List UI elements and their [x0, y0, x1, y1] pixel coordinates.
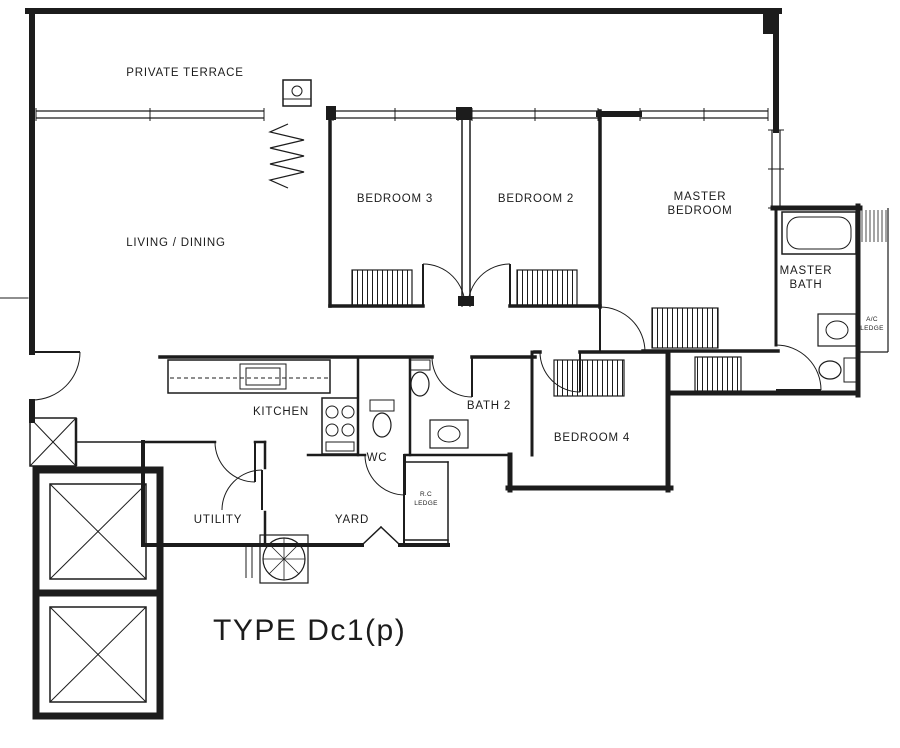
doors: [31, 263, 822, 511]
label-master-bath-2: BATH: [789, 279, 822, 291]
label-master-bedroom-1: MASTER: [674, 191, 727, 203]
interior-walls: [75, 109, 780, 547]
kitchen-counter: [167, 359, 331, 394]
label-bedroom3: BEDROOM 3: [357, 193, 433, 205]
label-ac-ledge-2: LEDGE: [860, 325, 884, 332]
label-yard: YARD: [335, 514, 369, 526]
label-master-bath-1: MASTER: [780, 265, 833, 277]
terrace-planter: [282, 79, 312, 107]
label-master-bedroom-2: BEDROOM: [667, 205, 732, 217]
master-bath-fixtures: [781, 211, 857, 383]
label-bedroom2: BEDROOM 2: [498, 193, 574, 205]
stove-hob: [321, 397, 359, 455]
windows: [35, 106, 784, 209]
label-utility: UTILITY: [194, 514, 242, 526]
unit-type-title: TYPE Dc1(p): [213, 614, 406, 647]
label-ac-ledge-1: A/C: [866, 316, 878, 323]
folding-door: [268, 123, 305, 189]
label-bedroom4: BEDROOM 4: [554, 432, 630, 444]
label-kitchen: KITCHEN: [253, 406, 309, 418]
label-rc-ledge-1: R.C: [420, 491, 432, 498]
label-rc-ledge-2: LEDGE: [414, 500, 438, 507]
label-living-dining: LIVING / DINING: [126, 237, 226, 249]
lift-core: [32, 466, 164, 720]
label-bath2: BATH 2: [467, 400, 511, 412]
bath2-fixtures: [409, 359, 469, 449]
wardrobes: [351, 269, 742, 397]
riser-box: [29, 417, 78, 467]
ac-ledge: [858, 208, 889, 353]
perimeter-walls: [0, 8, 863, 493]
label-private-terrace: PRIVATE TERRACE: [126, 67, 243, 79]
spiral-stair: [245, 534, 309, 584]
wc-fixtures: [369, 399, 395, 438]
label-wc: WC: [367, 452, 388, 464]
